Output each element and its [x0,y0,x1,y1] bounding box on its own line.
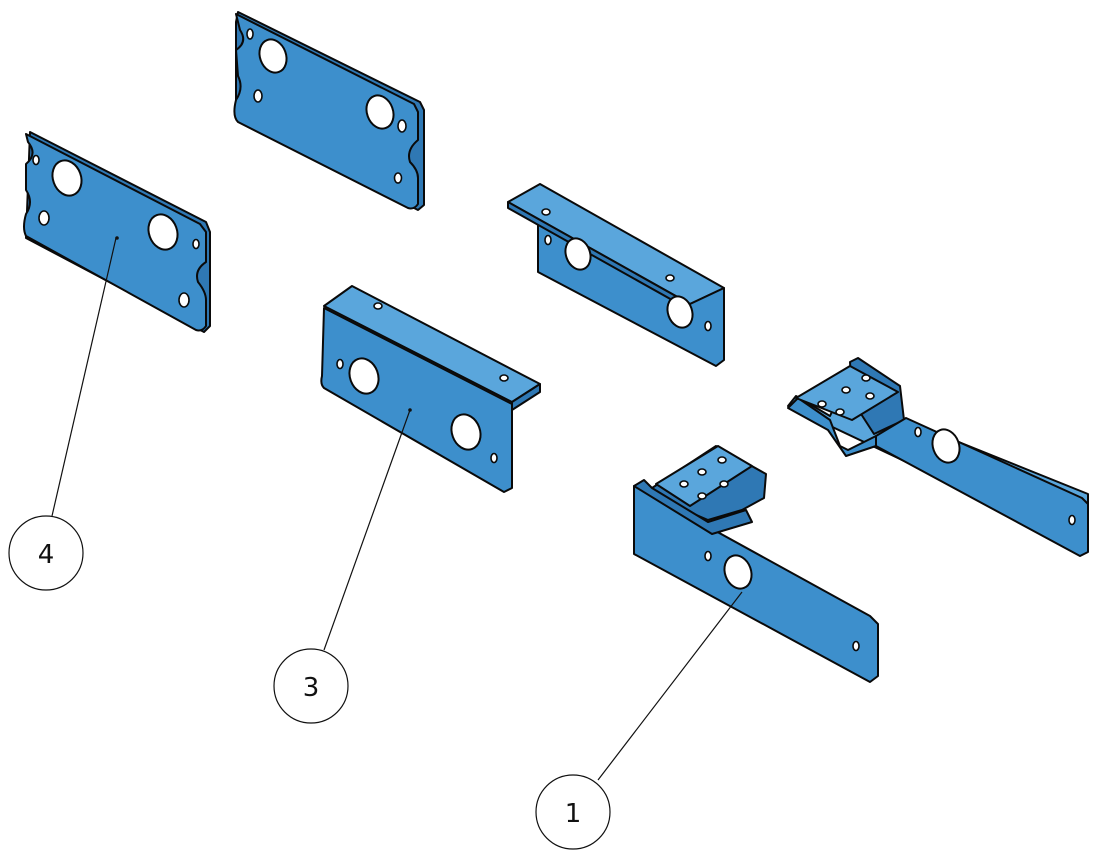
balloon-label-1: 1 [565,799,582,829]
balloon-3: 3 [273,648,349,724]
saddle-bracket-part-1 [633,445,879,683]
leader-lines [51,237,743,781]
balloon-4: 4 [8,515,84,591]
flat-plate-top [233,11,425,211]
balloon-label-4: 4 [38,540,55,570]
balloon-1: 1 [535,774,611,850]
flat-plate-part-4 [23,131,211,333]
angle-bracket-part-3 [320,285,541,493]
angle-bracket-top-right [507,183,725,367]
leader-line-1 [597,591,743,781]
balloon-label-3: 3 [303,673,320,703]
saddle-bracket-right [787,357,1089,557]
leader-line-3 [323,409,411,651]
leader-line-4 [51,237,117,517]
